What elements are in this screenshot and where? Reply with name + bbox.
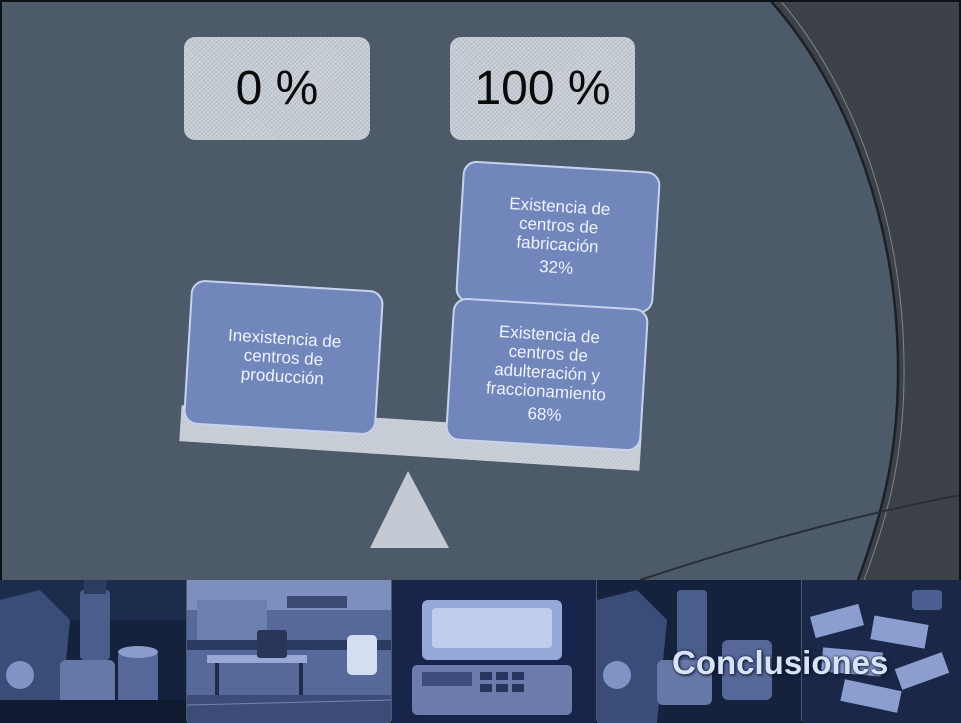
fulcrum-triangle xyxy=(370,471,449,548)
left-pan-text: Inexistencia de centros de producción xyxy=(227,325,342,389)
photo-scale-powder xyxy=(392,580,596,723)
hundred-percent-text: 100 % xyxy=(474,62,611,115)
photo-money xyxy=(802,580,961,723)
conclusiones-title: Conclusiones xyxy=(672,644,889,681)
right-bottom-box: Existencia de centros de adulteración y … xyxy=(444,297,650,452)
right-bottom-percent: 68% xyxy=(526,403,563,425)
photo-strip xyxy=(0,580,961,723)
hundred-percent-label: 100 % xyxy=(450,37,635,140)
photo-lab-bottles xyxy=(0,580,186,723)
right-top-percent: 32% xyxy=(538,256,574,278)
left-pan-box: Inexistencia de centros de producción xyxy=(182,279,385,436)
zero-percent-label: 0 % xyxy=(184,37,370,140)
photo-kitchen xyxy=(187,580,391,723)
right-top-text: Existencia de centros de fabricación xyxy=(508,193,611,257)
zero-percent-text: 0 % xyxy=(235,62,319,115)
right-top-box: Existencia de centros de fabricación 32% xyxy=(454,160,662,314)
right-bottom-text: Existencia de centros de adulteración y … xyxy=(485,322,607,405)
photo-lab-bottles-2 xyxy=(597,580,801,723)
